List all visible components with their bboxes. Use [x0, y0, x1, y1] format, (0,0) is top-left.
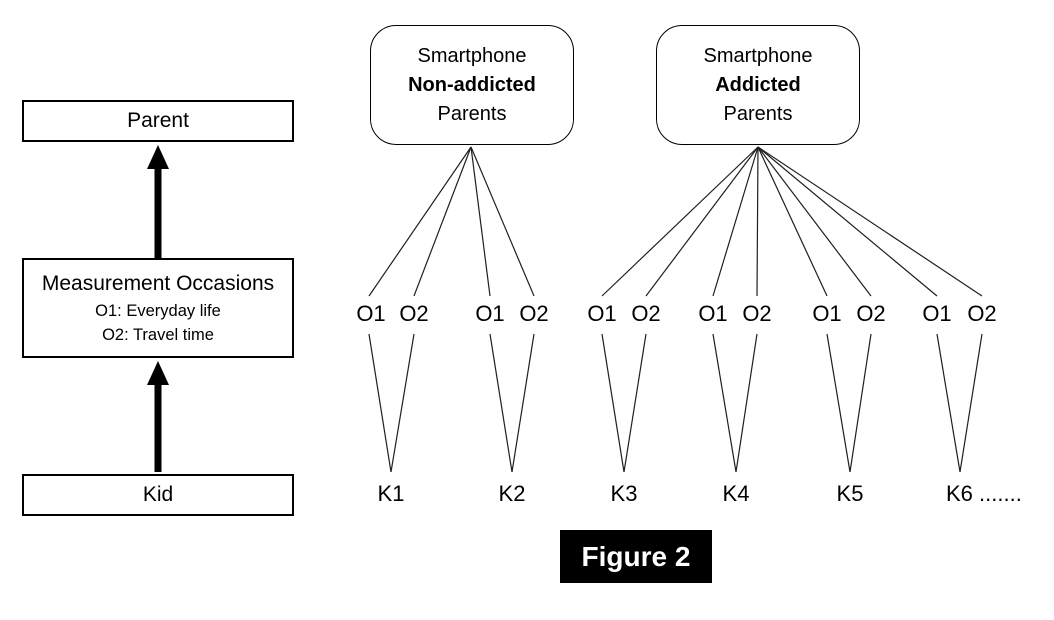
group-line-3: Parents	[723, 102, 793, 125]
group-line-1: Smartphone	[417, 44, 527, 67]
occasion-label-10: O2	[856, 301, 886, 326]
kid-box-label: Kid	[142, 483, 174, 506]
occasion-label-9: O1	[812, 301, 842, 326]
kid-label-5: K5	[836, 481, 864, 506]
occasion-label-3: O1	[475, 301, 505, 326]
kid-label-2: K2	[498, 481, 526, 506]
kid-box: Kid	[22, 474, 294, 516]
group-box-addicted-parents: Smartphone Addicted Parents	[656, 25, 860, 145]
occasion-label-11: O1	[922, 301, 952, 326]
kid-label-1: K1	[377, 481, 405, 506]
group-box-non-addicted-parents: Smartphone Non-addicted Parents	[370, 25, 574, 145]
kid-v-lines	[368, 333, 983, 473]
group-line-2: Non-addicted	[408, 73, 536, 96]
occasion-label-5: O1	[587, 301, 617, 326]
measurement-occasions-box: Measurement Occasions O1: Everyday life …	[22, 258, 294, 358]
occasion-label-7: O1	[698, 301, 728, 326]
group-line-3: Parents	[437, 102, 507, 125]
parent-box: Parent	[22, 100, 294, 142]
figure-caption-label: Figure 2	[581, 540, 691, 572]
measurement-occasion-2: O2: Travel time	[102, 326, 214, 344]
fan-lines-addicted	[601, 146, 983, 297]
fan-lines-non-addicted	[368, 146, 535, 297]
occasion-label-2: O2	[399, 301, 429, 326]
occasion-label-8: O2	[742, 301, 772, 326]
up-arrow-occasions-to-parent	[147, 145, 169, 258]
occasion-label-1: O1	[356, 301, 386, 326]
up-arrow-kid-to-occasions	[147, 361, 169, 472]
occasion-label-4: O2	[519, 301, 549, 326]
figure-caption: Figure 2	[560, 530, 712, 583]
kid-label-6: K6 .......	[946, 481, 1022, 506]
group-line-2: Addicted	[715, 73, 801, 96]
kid-label-4: K4	[722, 481, 750, 506]
measurement-occasion-1: O1: Everyday life	[95, 302, 221, 320]
measurement-occasions-title: Measurement Occasions	[41, 272, 275, 295]
occasion-label-12: O2	[967, 301, 997, 326]
kid-label-3: K3	[610, 481, 638, 506]
parent-box-label: Parent	[127, 109, 189, 132]
occasion-label-6: O2	[631, 301, 661, 326]
group-line-1: Smartphone	[703, 44, 813, 67]
